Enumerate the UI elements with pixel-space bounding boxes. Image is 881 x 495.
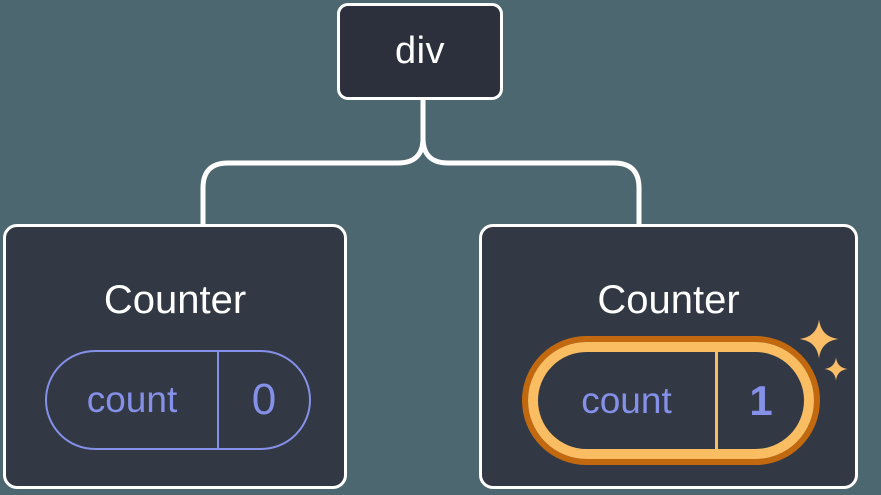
sparkles-icon: [799, 319, 848, 381]
root-node-div: div: [337, 3, 503, 100]
state-pill: count 0: [45, 350, 311, 450]
component-title: Counter: [597, 278, 740, 322]
state-key-label: count: [86, 379, 178, 420]
pill-divider: [217, 352, 219, 448]
pill-divider: [715, 352, 718, 449]
counter-card-left: Counter count 0: [3, 224, 347, 489]
root-node-label: div: [394, 30, 446, 72]
state-key-label: count: [581, 379, 672, 421]
state-pill-highlight-ring: count 1: [522, 336, 820, 465]
state-value: 0: [251, 375, 277, 424]
component-title: Counter: [103, 278, 247, 322]
counter-card-right: Counter count 1: [479, 224, 858, 489]
connector-right-branch: [420, 98, 642, 229]
sparkle-large-icon: [799, 319, 839, 359]
state-value: 1: [749, 376, 773, 424]
sparkle-small-icon: [824, 357, 848, 381]
state-pill-highlighted: count 1: [528, 342, 814, 459]
connector-left-branch: [200, 98, 426, 229]
